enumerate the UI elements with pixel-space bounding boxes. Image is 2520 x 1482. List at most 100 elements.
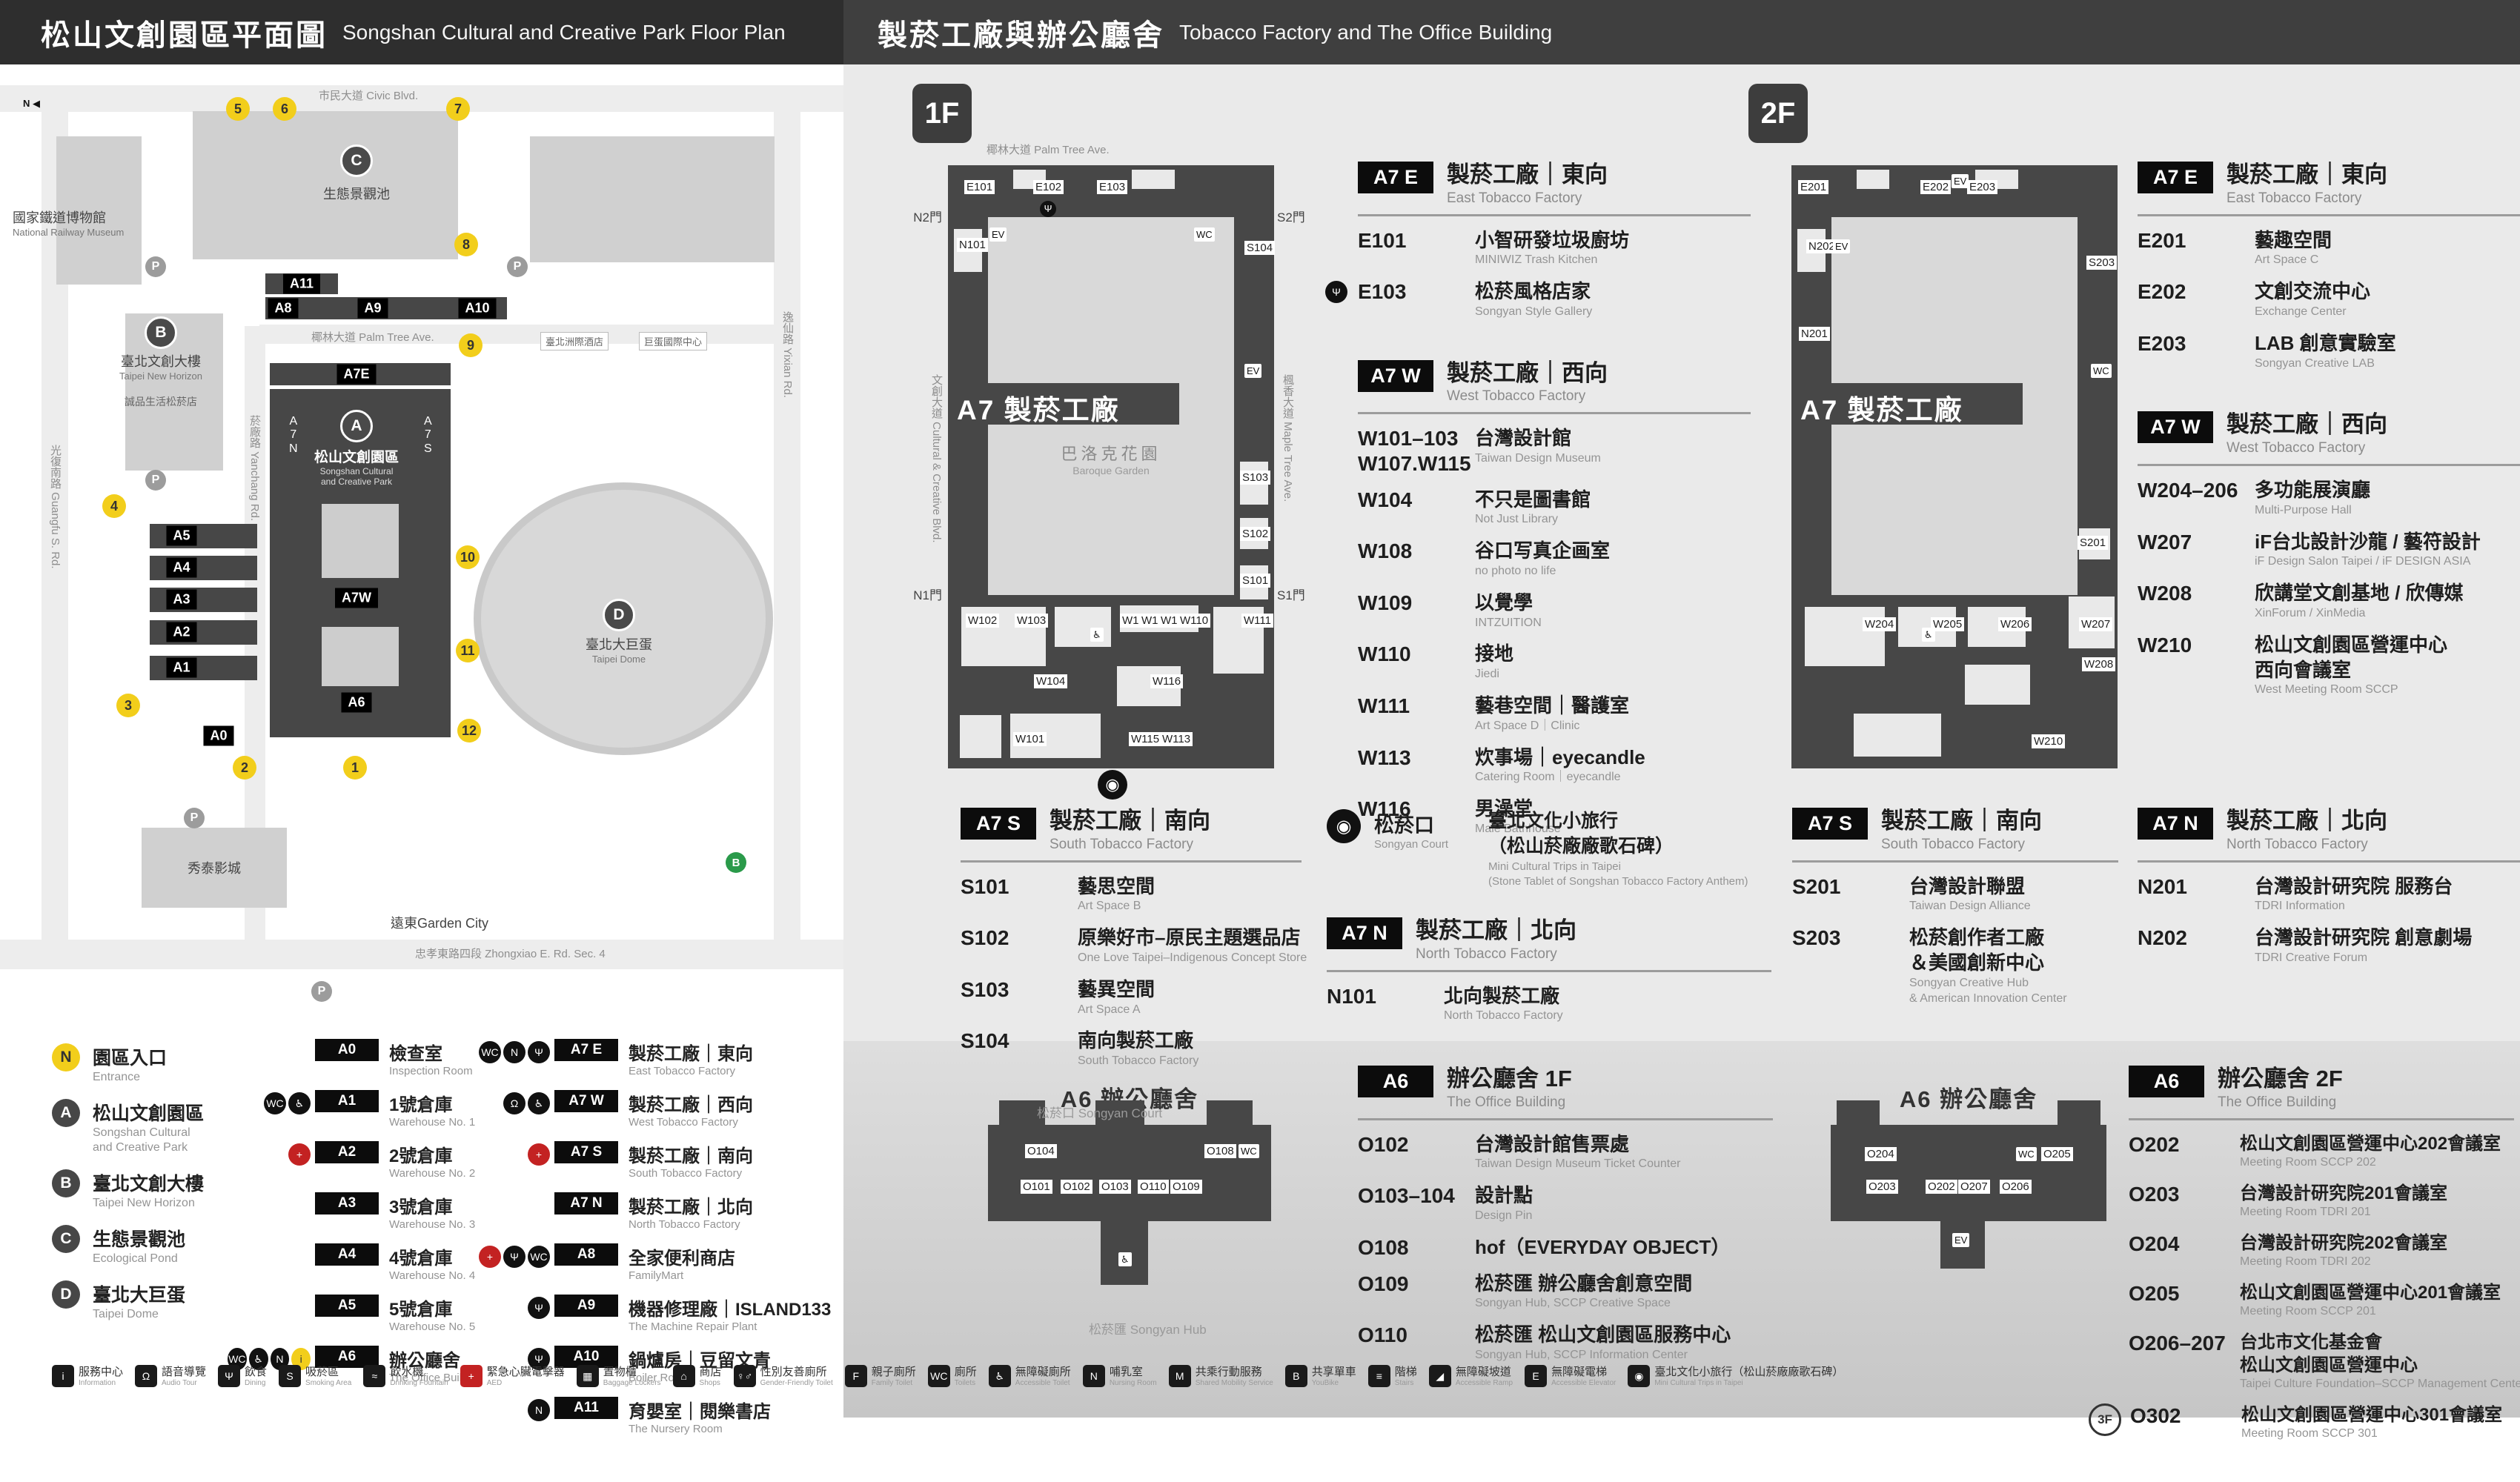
room-row: S102 原樂好市–原民主題選品店 One Love Taipei–Indige…: [961, 926, 1307, 966]
gate-n2: N2門: [913, 210, 942, 225]
room-code: W101–103 W107.W115: [1358, 427, 1471, 476]
room-code: N201: [2138, 874, 2187, 898]
column-1f-court-north: ◉ 松菸口 Songyan Court 臺北文化小旅行 （松山菸廠廠歌石碑） M…: [1327, 809, 1771, 1064]
map-tag-E101: E101: [964, 180, 995, 194]
map-rect: [1130, 168, 1176, 190]
facility-label: 無障礙坡道 Accessible Ramp: [1455, 1365, 1513, 1387]
room-row: O205 松山文創園區營運中心201會議室 Meeting Room SCCP …: [2129, 1281, 2514, 1320]
room-name: 多功能展演廳 Multi-Purpose Hall: [2255, 479, 2371, 516]
room-name: 台灣設計研究院201會議室 Meeting Room TDRI 201: [2240, 1183, 2448, 1218]
map-rect: [2067, 595, 2116, 650]
legend-row-icons: +: [228, 1143, 311, 1166]
facility-item: E 無障礙電梯 Accessible Elevator: [1525, 1365, 1616, 1387]
parking-marker: P: [184, 808, 205, 828]
legend-row-icons: N: [467, 1399, 550, 1421]
block-northeast: [530, 136, 775, 262]
room-name: 接地 Jiedi: [1475, 642, 1514, 681]
list-section: A7 S 製菸工廠｜南向 South Tobacco Factory S101 …: [961, 808, 1307, 1069]
list-section: A6 辦公廳舍 2F The Office Building O202 松山文創…: [2089, 1066, 2520, 1442]
compass-north: N ◀: [23, 98, 40, 109]
room-row: N101 北向製菸工廠 North Tobacco Factory: [1327, 984, 1771, 1025]
nursing-icon: N: [528, 1399, 550, 1421]
room-code: O206–207: [2129, 1331, 2226, 1355]
block-railway-museum: [56, 136, 142, 285]
list-section: A7 W 製菸工廠｜西向 West Tobacco Factory W101–1…: [1358, 359, 1751, 837]
legend-code: A2: [315, 1141, 379, 1163]
map-box-A7E: A7E: [336, 364, 377, 385]
toilet-icon: WC: [1239, 1144, 1259, 1158]
room-code: E202: [2138, 280, 2186, 304]
section-header: A7 W 製菸工廠｜西向 West Tobacco Factory: [2138, 411, 2520, 467]
section-title-zh: 製菸工廠｜北向: [1416, 917, 1576, 943]
room-name: 松山文創園區營運中心 西向會議室 West Meeting Room SCCP: [2255, 633, 2448, 697]
room-name: LAB 創意實驗室 Songyan Creative LAB: [2255, 331, 2396, 370]
room-row: E203 LAB 創意實驗室 Songyan Creative LAB: [2138, 331, 2520, 372]
map-tag-O110: O110: [1138, 1180, 1169, 1194]
room-name: 谷口写真企画室 no photo no life: [1475, 539, 1611, 578]
section-title-zh: 製菸工廠｜西向: [1447, 359, 1608, 386]
map-tag-S102: S102: [1240, 527, 1271, 541]
aed-icon: +: [528, 1143, 550, 1166]
map-tag-O207: O207: [1958, 1180, 1990, 1194]
room-name: 不只是圖書館 Not Just Library: [1475, 488, 1591, 526]
map-tag-W110: W110: [1178, 614, 1211, 628]
legend-code: A1: [315, 1090, 379, 1112]
plan-a6-2f-title: A6 辦公廳舍: [1899, 1086, 2038, 1112]
legend-row-icons: Ψ: [467, 1348, 550, 1370]
map-rect: [322, 627, 399, 686]
section-title-en: North Tobacco Factory: [2226, 836, 2368, 852]
room-row: Ψ E103 松菸風格店家 Songyan Style Gallery: [1325, 279, 1751, 320]
legend-label: 辦公廳舍 The Office Building: [389, 1351, 483, 1384]
facility-icon: ≈: [363, 1365, 386, 1387]
legend-key-row: A 松山文創園區 Songshan Cultural and Creative …: [52, 1099, 296, 1155]
accessible-icon: ♿: [288, 1092, 311, 1114]
map-box-A10: A10: [458, 298, 497, 319]
legend-row: Ψ A9 機器修理廠｜ISLAND133 The Machine Repair …: [528, 1295, 842, 1333]
room-name: 小智研發垃圾廚坊 MINIWIZ Trash Kitchen: [1475, 228, 1630, 267]
legend-code: A7 S: [554, 1141, 618, 1163]
room-name: hof（EVERYDAY OBJECT）: [1475, 1235, 1731, 1258]
room-code: W204–206: [2138, 479, 2238, 502]
map-tag-O108: O108: [1204, 1144, 1236, 1158]
map-tag-W103: W103: [1015, 614, 1049, 628]
street-palm-tree-ave: 椰林大道 Palm Tree Ave.: [987, 144, 1110, 156]
legend-label: 4號倉庫 Warehouse No. 4: [389, 1249, 476, 1282]
facility-label: 語音導覽 Audio Tour: [162, 1365, 207, 1387]
map-box-A4: A4: [166, 557, 197, 578]
room-row: O109 松菸匯 辦公廳舍創意空間 Songyan Hub, SCCP Crea…: [1358, 1272, 1773, 1312]
block-cinema: [142, 828, 287, 908]
songyan-court-icon: ◉: [1327, 809, 1361, 843]
map-tag-O202: O202: [1926, 1180, 1957, 1194]
room-code: W110: [1358, 642, 1411, 666]
room-name: 松山文創園區營運中心201會議室 Meeting Room SCCP 201: [2240, 1282, 2501, 1317]
facility-icon: ▦: [576, 1365, 599, 1387]
room-code: E103: [1358, 280, 1407, 304]
room-code: O202: [2129, 1132, 2180, 1156]
section-badge: A7 E: [2138, 162, 2213, 193]
legend-key-row: C 生態景觀池 Ecological Pond: [52, 1225, 296, 1266]
room-row: W207 iF台北設計沙龍 / 藝符設計 iF Design Salon Tai…: [2138, 530, 2520, 571]
section-title-zh: 製菸工廠｜東向: [2226, 162, 2387, 187]
facility-icon: B: [1284, 1365, 1307, 1387]
legend-key-label: 臺北大巨蛋 Taipei Dome: [93, 1285, 186, 1320]
room-row: S201 台灣設計聯盟 Taiwan Design Alliance: [1792, 874, 2118, 915]
toilet-icon: WC: [2016, 1147, 2037, 1161]
room-row: S103 藝異空間 Art Space A: [961, 977, 1302, 1018]
room-code: O302: [2130, 1403, 2181, 1427]
floor-badge-1f: 1F: [912, 84, 972, 143]
room-code: S103: [961, 977, 1009, 1001]
room-code: W113: [1358, 745, 1411, 769]
dining-icon: Ψ: [528, 1348, 550, 1370]
room-name: 藝思空間 Art Space B: [1078, 874, 1155, 913]
dining-icon: Ψ: [528, 1041, 550, 1063]
songyan-court-note: ◉ 松菸口 Songyan Court 臺北文化小旅行 （松山菸廠廠歌石碑） M…: [1327, 809, 1771, 889]
aed-icon: +: [288, 1143, 311, 1166]
legend-row: A4 4號倉庫 Warehouse No. 4: [315, 1243, 552, 1282]
facility-label: 置物櫃 Baggage Lockers: [603, 1365, 661, 1387]
room-code: O103–104: [1358, 1184, 1455, 1208]
entrance-marker-3: 3: [116, 694, 140, 717]
